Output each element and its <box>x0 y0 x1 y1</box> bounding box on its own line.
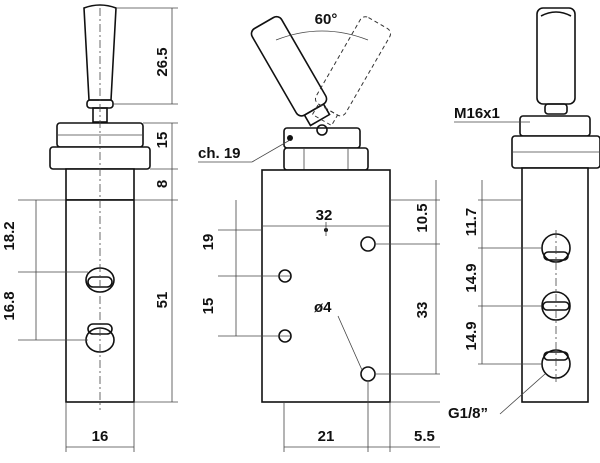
dim-lever-height: 26.5 <box>154 47 171 76</box>
label-wrench: ch. 19 <box>198 145 241 162</box>
side-view: 60° ch. 19 <box>198 11 440 452</box>
dim-port-spacing-2: 14.9 <box>463 321 480 350</box>
front-view: 18.2 16.8 26.5 15 8 51 16 <box>1 4 178 452</box>
dim-bottom-width: 21 <box>318 428 335 445</box>
dim-hole-spacing: 15 <box>200 298 217 315</box>
dim-port-spacing-top: 18.2 <box>1 221 18 250</box>
dim-lever-angle: 60° <box>315 11 338 28</box>
right-top-nut <box>519 115 591 137</box>
right-lever <box>536 7 576 105</box>
side-bottom-nut <box>283 147 369 171</box>
dim-port-offset: 11.7 <box>463 208 480 236</box>
dim-port-spacing-1: 14.9 <box>463 263 480 292</box>
dim-right-offset: 10.5 <box>414 203 431 232</box>
side-top-nut <box>283 127 361 149</box>
label-port-thread: G1/8” <box>448 405 488 422</box>
dim-hole-offset-top: 19 <box>200 234 217 251</box>
dim-body-width: 16 <box>92 428 109 445</box>
front-lever <box>83 4 117 101</box>
label-thread: M16x1 <box>454 105 500 122</box>
side-body <box>261 169 391 403</box>
dim-body-height: 51 <box>154 292 171 309</box>
dim-port-spacing: 16.8 <box>1 291 18 320</box>
dim-hole-diameter: ø4 <box>314 299 332 316</box>
right-body <box>521 167 589 403</box>
dim-top-width: 32 <box>316 207 333 224</box>
side-lever <box>250 15 331 127</box>
dim-nut-height: 15 <box>154 132 171 149</box>
dim-bottom-offset: 5.5 <box>414 428 435 445</box>
right-view: M16x1 11.7 14.9 14.9 G1/8” <box>448 7 600 422</box>
dim-hole-vertical: 33 <box>414 302 431 319</box>
side-lever-ghost <box>311 16 392 127</box>
dim-flange-height: 8 <box>154 180 171 188</box>
